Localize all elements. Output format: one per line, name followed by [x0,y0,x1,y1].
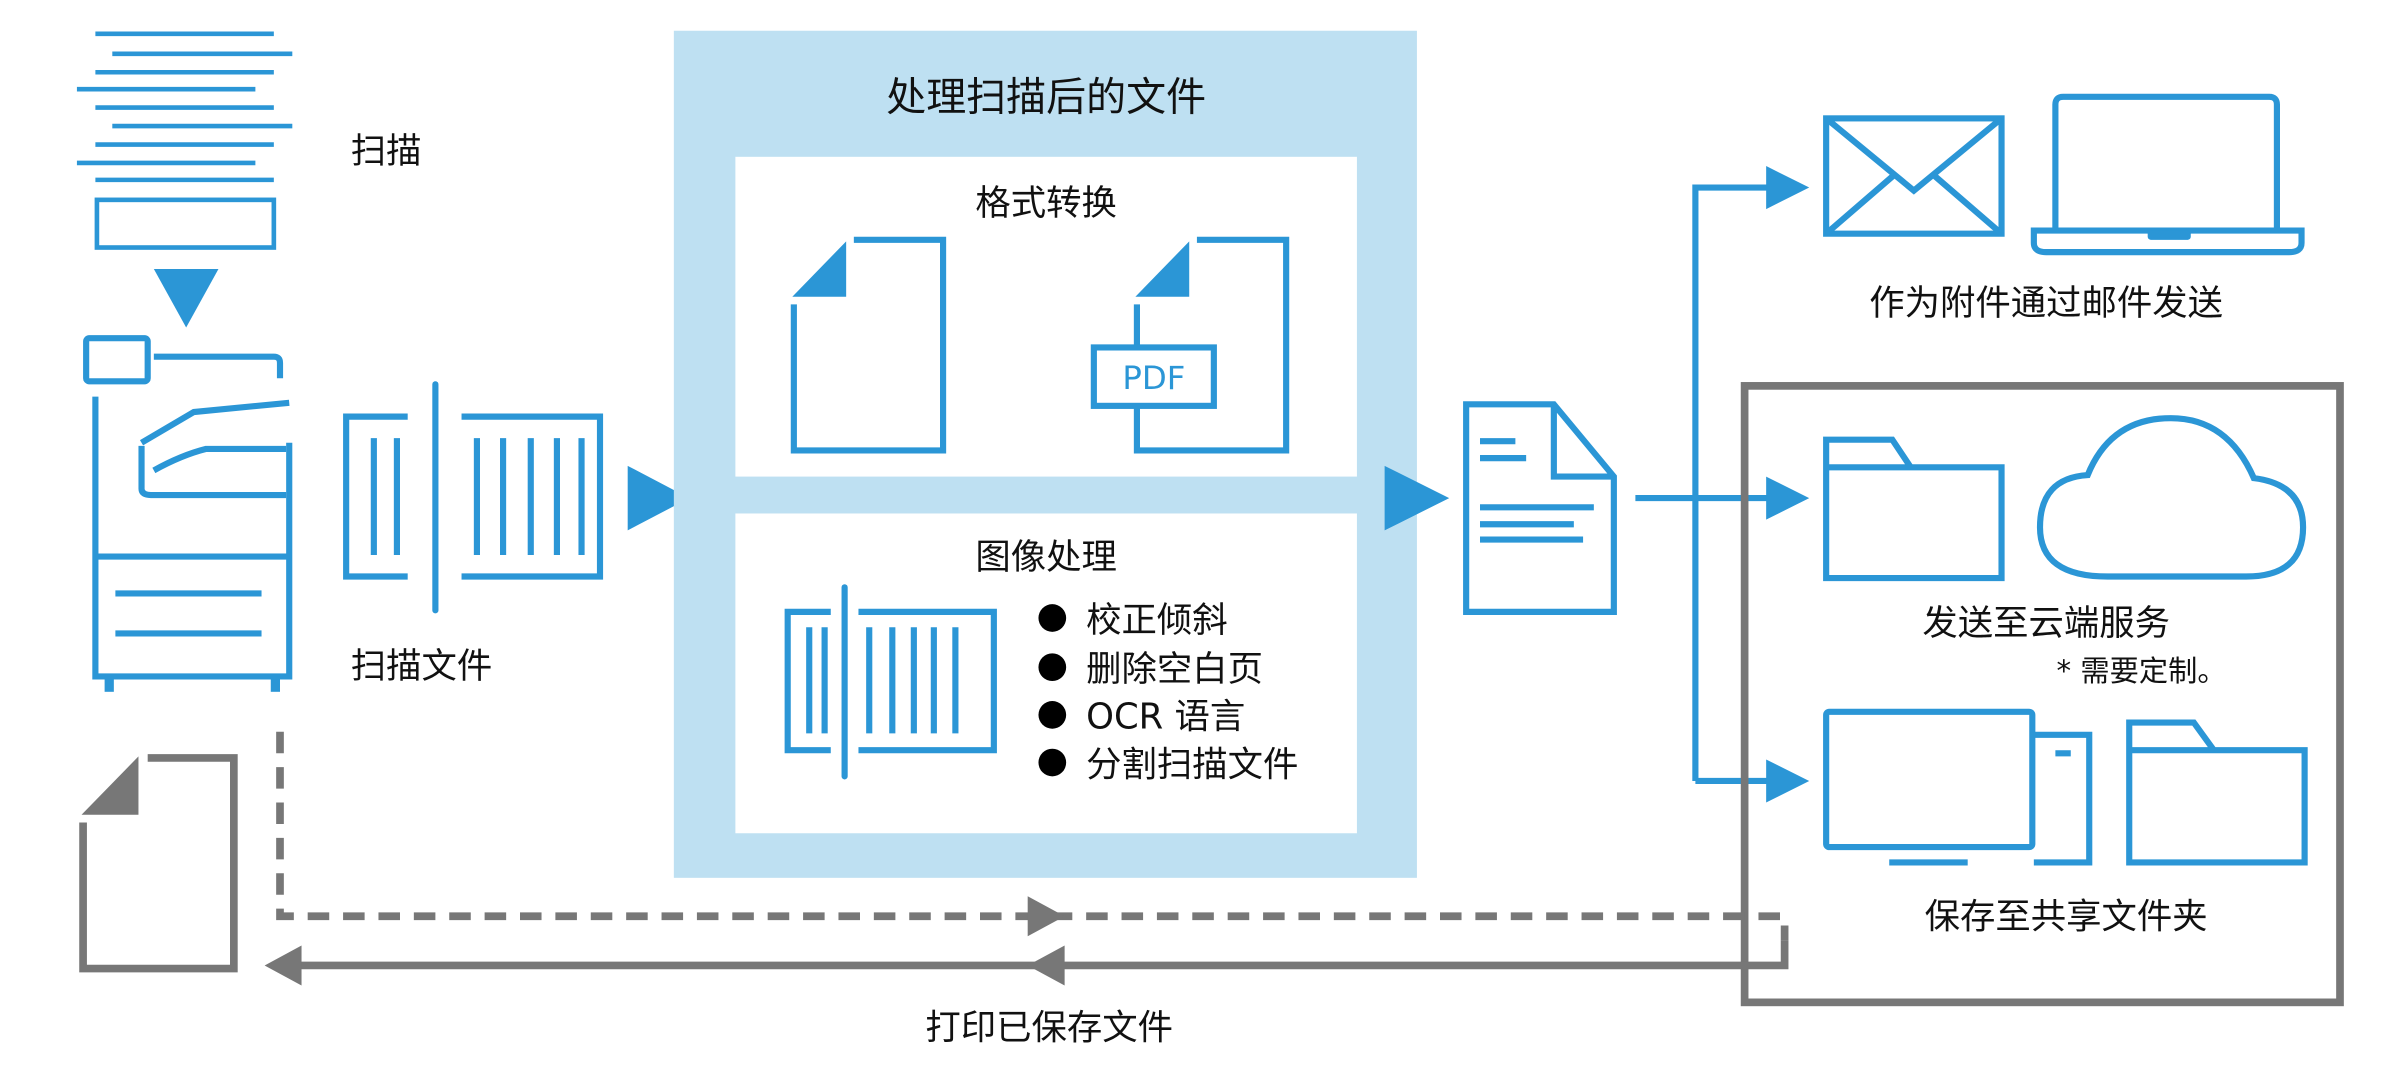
format-conversion-title: 格式转换 [975,183,1117,224]
list-item: OCR 语言 [1086,697,1245,738]
envelope-icon [1823,115,2005,237]
arrow-down-icon [153,269,219,328]
list-item: 删除空白页 [1086,649,1263,690]
document-icon [790,236,947,454]
text-document-icon [1463,401,1617,615]
multifunction-printer-icon [83,335,293,692]
scanned-file-icon [343,381,604,614]
image-processing-title: 图像处理 [975,537,1117,578]
list-item: 校正倾斜 [1086,600,1228,641]
paper-stack-icon [76,31,293,250]
printed-document-icon [79,754,238,973]
pdf-label: PDF [1122,359,1185,397]
arrow-right-icon [1384,465,1450,531]
shared-folder-label: 保存至共享文件夹 [1925,897,2208,938]
email-label: 作为附件通过邮件发送 [1869,283,2223,324]
scan-label: 扫描 [351,131,422,172]
bullet-icon [1038,604,1067,632]
print-flow-arrows [264,731,1789,986]
cloud-customization-note: * 需要定制。 [2057,654,2227,688]
list-item: 分割扫描文件 [1086,744,1298,785]
folder-icon [1823,436,2005,582]
print-label: 打印已保存文件 [925,1007,1173,1048]
distribution-arrows [1635,166,1810,803]
bullet-icon [1038,701,1067,729]
bullet-icon [1038,748,1067,777]
laptop-icon [2030,93,2305,256]
bullet-icon [1038,653,1067,682]
cloud-label: 发送至云端服务 [1922,603,2170,644]
image-processing-list: 校正倾斜 删除空白页 OCR 语言 分割扫描文件 [1038,600,1298,785]
arrow-right-icon [627,465,690,531]
cloud-icon [2036,415,2307,580]
storage-group-box [1740,382,2344,1007]
format-conversion-box [735,156,1357,477]
folder-icon [2126,719,2308,866]
processing-title: 处理扫描后的文件 [886,75,1206,121]
scanned-file-icon [784,584,997,780]
desktop-computer-icon [1823,708,2093,866]
scanned-file-label: 扫描文件 [351,646,493,687]
